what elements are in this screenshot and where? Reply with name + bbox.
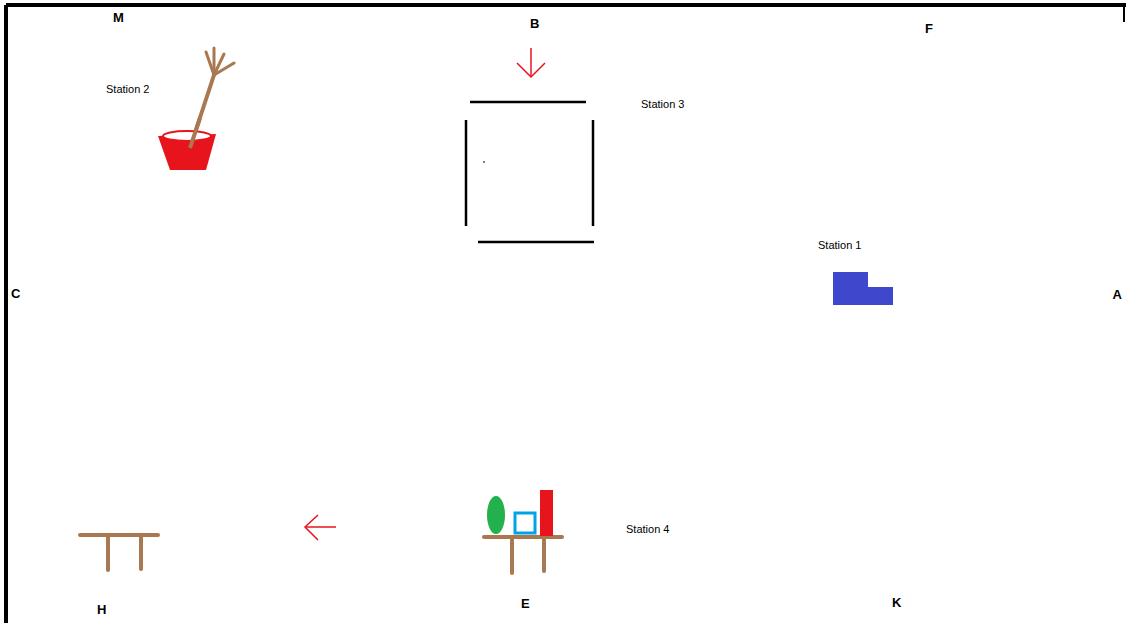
blue-box <box>515 513 535 533</box>
station-label: Station 4 <box>626 523 669 535</box>
position-letter: E <box>521 597 530 611</box>
station-label: Station 3 <box>641 98 684 110</box>
position-letter: H <box>97 603 106 617</box>
square-area <box>466 102 594 242</box>
position-letter: C <box>11 287 20 301</box>
step-block <box>833 272 893 305</box>
wall <box>4 5 8 623</box>
wall <box>1123 5 1125 22</box>
position-letter: A <box>1113 288 1122 302</box>
green-object <box>487 496 505 534</box>
plant-pot <box>158 48 234 170</box>
direction-arrow <box>305 515 336 540</box>
station-label: Station 1 <box>818 239 861 251</box>
position-letter: B <box>530 17 539 31</box>
position-letter: K <box>892 596 901 610</box>
wall <box>6 3 1126 7</box>
position-letter: M <box>113 11 124 25</box>
station-label: Station 2 <box>106 83 149 95</box>
table <box>484 537 562 573</box>
table <box>80 535 158 570</box>
position-letter: F <box>925 22 933 36</box>
red-object <box>540 490 553 536</box>
direction-arrow <box>517 48 545 77</box>
